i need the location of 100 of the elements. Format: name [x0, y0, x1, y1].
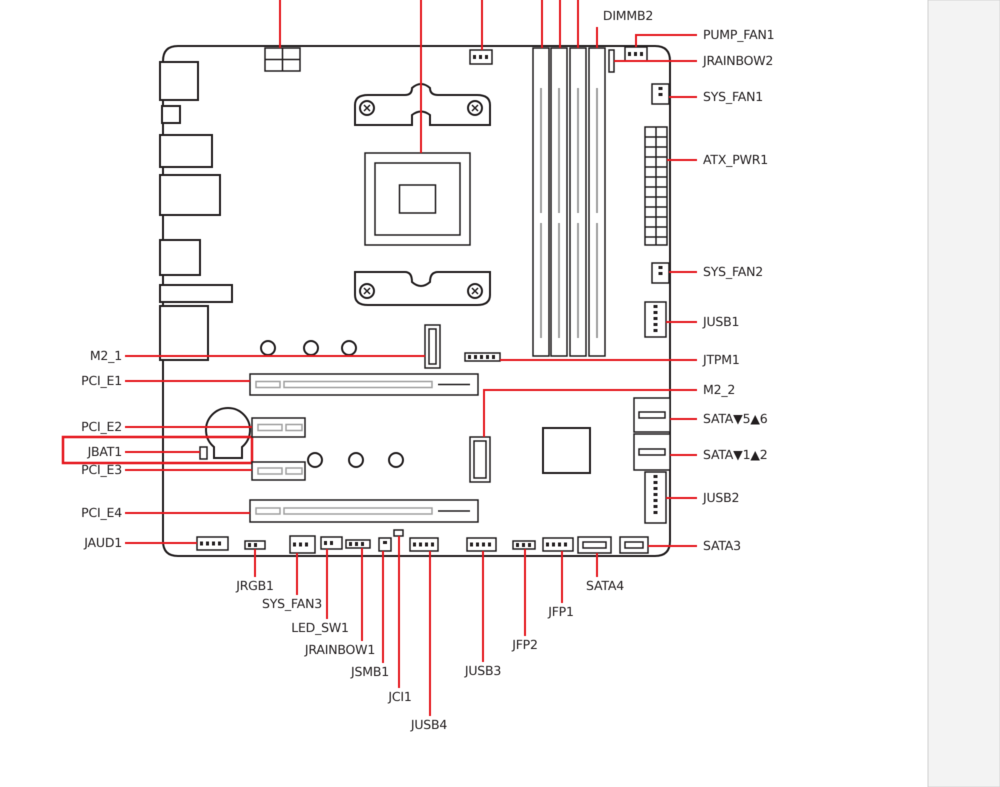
pin-header: [244, 540, 266, 550]
leader-line: [398, 536, 400, 688]
leader-line: [596, 27, 598, 48]
leader-line: [125, 380, 250, 382]
leader-line: [669, 96, 697, 98]
sata-port: [577, 536, 612, 554]
leader-line: [648, 545, 697, 547]
leader-line: [254, 549, 256, 577]
memory-slot: [569, 47, 587, 357]
leader-line: [614, 60, 697, 62]
fan-header: [469, 49, 493, 65]
leader-line: [667, 159, 697, 161]
connector-label: M2_2: [703, 382, 736, 398]
pcie-slot: [249, 373, 479, 396]
sata-port: [633, 397, 671, 433]
connector-label: DIMMB2: [602, 8, 654, 24]
connector-label: JTPM1: [703, 352, 740, 368]
leader-line: [670, 418, 697, 420]
leader-line: [500, 359, 697, 361]
memory-slot: [532, 47, 550, 357]
leader-line: [559, 0, 561, 48]
leader-line: [296, 553, 298, 595]
connector-label: JSMB1: [351, 664, 389, 680]
connector-label: JCI1: [388, 689, 412, 705]
connector-label: JRAINBOW2: [703, 53, 774, 69]
connector-label: JUSB2: [703, 490, 740, 506]
pcie-slot: [249, 499, 479, 523]
leader-line: [125, 355, 425, 357]
m2-slot: [424, 324, 441, 369]
connector-label: SYS_FAN2: [703, 264, 764, 280]
leader-line: [541, 0, 543, 48]
memory-slot: [550, 47, 568, 357]
leader-line: [125, 542, 197, 544]
leader-line: [483, 389, 697, 437]
leader-line: [420, 0, 422, 153]
leader-line: [361, 548, 363, 641]
pin-header: [512, 540, 536, 550]
connector-label: SATA3: [703, 538, 741, 554]
connector-label: JBAT1: [88, 444, 122, 460]
connector-label: JRGB1: [236, 578, 274, 594]
connector-label: JFP1: [548, 604, 574, 620]
connector-label: JRAINBOW1: [304, 642, 376, 658]
switch: [320, 536, 343, 550]
connector-label: M2_1: [90, 348, 122, 364]
connector-label: PCI_E1: [81, 373, 122, 389]
leader-line: [429, 551, 431, 716]
pin-header: [608, 49, 615, 73]
connector-label: PCI_E3: [81, 462, 122, 478]
leader-line: [482, 551, 484, 662]
leader-line: [279, 0, 281, 48]
connector-label: JFP2: [512, 637, 538, 653]
leader-line: [635, 34, 697, 47]
leader-line: [382, 551, 384, 663]
m2-slot: [469, 436, 491, 483]
leader-line: [666, 321, 697, 323]
leader-line: [670, 454, 697, 456]
usb-header: [409, 537, 439, 552]
pin-header: [464, 352, 501, 362]
leader-line: [524, 549, 526, 636]
fan-header: [651, 262, 670, 284]
fan-header: [624, 46, 648, 62]
leader-line: [596, 553, 598, 577]
battery-connector: [199, 446, 208, 460]
pin-header: [378, 537, 392, 552]
usb-header: [644, 301, 667, 338]
leader-line: [669, 271, 697, 273]
fan-header: [651, 83, 670, 105]
power-connector: [264, 47, 301, 72]
connector-label: SATA▼5▲6: [703, 411, 768, 427]
connector-label: SATA▼1▲2: [703, 447, 768, 463]
connector-label: LED_SW1: [291, 620, 349, 636]
leader-line: [561, 551, 563, 603]
leader-line: [481, 0, 483, 50]
leader-line: [125, 426, 252, 428]
connector-label: SATA4: [586, 578, 624, 594]
leader-line: [326, 549, 328, 619]
audio-header: [196, 536, 229, 551]
pin-header: [345, 539, 371, 549]
leader-line: [125, 469, 252, 471]
leader-line: [577, 0, 579, 48]
connector-label: JUSB3: [464, 663, 502, 679]
leader-line: [666, 497, 697, 499]
sata-port: [633, 433, 671, 471]
connector-label: JUSB4: [410, 717, 448, 733]
usb-header: [466, 537, 497, 552]
connector-label: ATX_PWR1: [703, 152, 768, 168]
pcie-slot: [251, 417, 306, 438]
fan-header: [289, 535, 316, 554]
cpu-socket: [364, 152, 471, 246]
power-connector: [644, 126, 668, 246]
usb-header: [644, 471, 667, 524]
leader-line: [125, 512, 250, 514]
connector-label: JUSB1: [703, 314, 740, 330]
connector-label: JAUD1: [84, 535, 122, 551]
memory-slot: [588, 47, 606, 357]
pin-header: [393, 529, 404, 537]
connector-label: SYS_FAN1: [703, 89, 764, 105]
connector-label: PCI_E4: [81, 505, 122, 521]
connector-label: PCI_E2: [81, 419, 122, 435]
leader-line: [125, 451, 200, 453]
